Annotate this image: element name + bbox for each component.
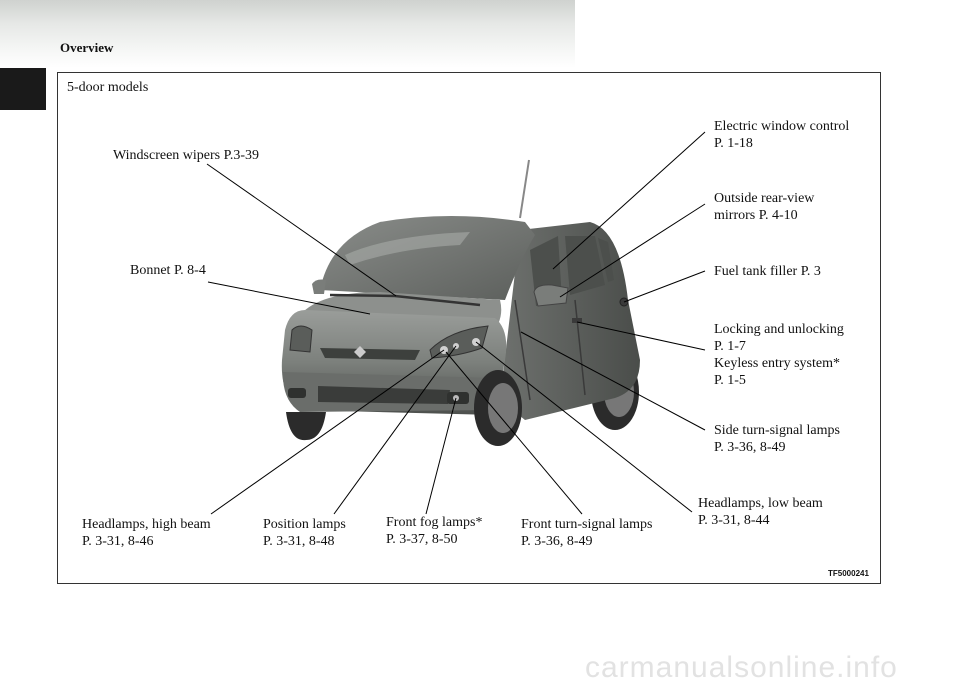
label-line: P. 3-31, 8-44	[698, 513, 770, 528]
figure-title: 5-door models	[67, 80, 149, 95]
label-line: Fuel tank filler P. 3	[714, 264, 821, 279]
label-front-turn-signal: Front turn-signal lamps P. 3-36, 8-49	[521, 516, 652, 550]
section-title: Overview	[60, 40, 114, 55]
label-bonnet: Bonnet P. 8-4	[130, 262, 206, 279]
label-windscreen-wipers: Windscreen wipers P.3-39	[113, 147, 259, 164]
windscreen	[320, 216, 535, 300]
label-line: Position lamps	[263, 517, 346, 532]
label-line: Locking and unlocking	[714, 322, 844, 337]
label-line: Outside rear-view	[714, 191, 815, 206]
label-line: P. 3-31, 8-46	[82, 534, 154, 549]
header-band	[0, 0, 575, 68]
label-line: mirrors P. 4-10	[714, 208, 798, 223]
label-line: Bonnet P. 8-4	[130, 263, 206, 278]
label-side-turn-signal: Side turn-signal lamps P. 3-36, 8-49	[714, 422, 840, 456]
left-headlamp	[289, 325, 313, 353]
label-low-beam: Headlamps, low beam P. 3-31, 8-44	[698, 495, 823, 529]
label-fuel-filler: Fuel tank filler P. 3	[714, 263, 821, 280]
label-position-lamps: Position lamps P. 3-31, 8-48	[263, 516, 346, 550]
front-left-wheel	[286, 412, 326, 441]
label-line: Keyless entry system*	[714, 356, 840, 371]
label-line: P. 1-18	[714, 136, 753, 151]
label-line: Headlamps, high beam	[82, 517, 211, 532]
label-electric-window: Electric window control P. 1-18	[714, 118, 849, 152]
label-line: Windscreen wipers P.3-39	[113, 148, 260, 163]
label-locking: Locking and unlocking P. 1-7 Keyless ent…	[714, 321, 844, 389]
figure-code: TF5000241	[828, 569, 869, 578]
label-line: Front fog lamps*	[386, 515, 483, 530]
label-line: Electric window control	[714, 119, 850, 134]
side-mirror	[533, 284, 569, 307]
label-line: Front turn-signal lamps	[521, 517, 653, 532]
label-line: P. 3-37, 8-50	[386, 532, 458, 547]
label-line: Side turn-signal lamps	[714, 423, 840, 438]
label-line: P. 1-7	[714, 339, 746, 354]
chapter-tab	[0, 68, 46, 110]
leader-lines	[206, 131, 706, 515]
antenna	[519, 159, 530, 219]
left-fog-lamp	[288, 388, 306, 398]
label-line: Headlamps, low beam	[698, 496, 823, 511]
label-line: P. 3-36, 8-49	[521, 534, 593, 549]
grille	[320, 348, 420, 360]
label-mirrors: Outside rear-view mirrors P. 4-10	[714, 190, 814, 224]
label-line: P. 3-31, 8-48	[263, 534, 335, 549]
label-high-beam: Headlamps, high beam P. 3-31, 8-46	[82, 516, 211, 550]
watermark: carmanualsonline.info	[585, 651, 898, 684]
label-line: P. 1-5	[714, 373, 746, 388]
label-fog-lamps: Front fog lamps* P. 3-37, 8-50	[386, 514, 482, 548]
label-line: P. 3-36, 8-49	[714, 440, 786, 455]
wipers	[329, 293, 481, 307]
